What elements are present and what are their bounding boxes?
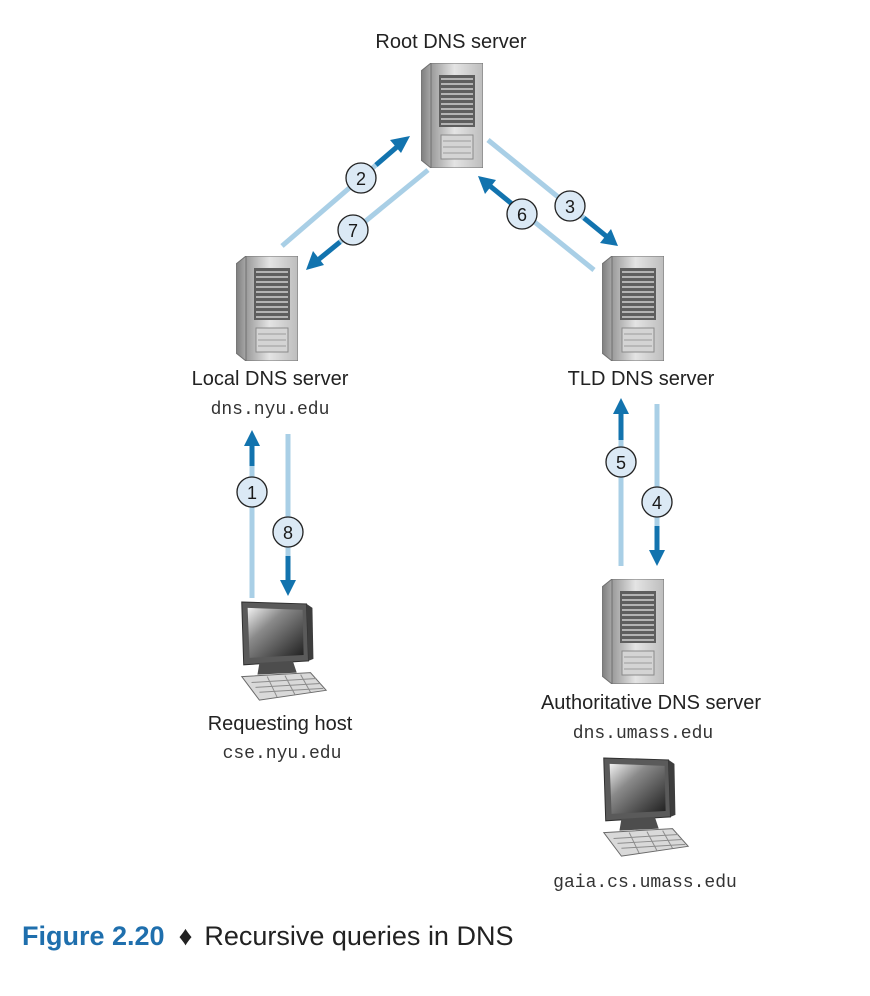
step-number: 5 bbox=[616, 453, 626, 473]
tld-dns-server-label: TLD DNS server bbox=[568, 368, 715, 390]
arrow-step-2 bbox=[280, 136, 410, 248]
step-number: 3 bbox=[565, 197, 575, 217]
step-badge-5: 5 bbox=[605, 446, 637, 478]
local-dns-server-hostname: dns.nyu.edu bbox=[211, 400, 330, 420]
step-number: 7 bbox=[348, 221, 358, 241]
arrow-step-4 bbox=[649, 404, 665, 566]
step-badge-8: 8 bbox=[272, 516, 304, 548]
step-badge-7: 7 bbox=[337, 214, 369, 246]
figure-caption: Figure 2.20 ♦ Recursive queries in DNS bbox=[22, 921, 513, 951]
requesting-host-label: Requesting host bbox=[208, 713, 353, 735]
requesting-host-computer-icon bbox=[241, 601, 327, 701]
root-dns-server-label: Root DNS server bbox=[375, 31, 526, 53]
target-host-hostname: gaia.cs.umass.edu bbox=[553, 873, 737, 893]
authoritative-dns-server-label: Authoritative DNS server bbox=[541, 692, 761, 714]
arrow-step-3 bbox=[486, 138, 618, 246]
caption-separator: ♦ bbox=[179, 921, 193, 951]
arrow-step-8 bbox=[280, 434, 296, 596]
local-dns-server-label: Local DNS server bbox=[192, 368, 349, 390]
step-badge-3: 3 bbox=[554, 190, 586, 222]
step-number: 6 bbox=[517, 205, 527, 225]
arrow-step-5 bbox=[613, 398, 629, 566]
step-number: 4 bbox=[652, 493, 662, 513]
step-badge-1: 1 bbox=[236, 476, 268, 508]
requesting-host-hostname: cse.nyu.edu bbox=[223, 744, 342, 764]
arrow-step-6 bbox=[478, 176, 596, 272]
local-dns-server-icon bbox=[236, 256, 298, 361]
step-number: 8 bbox=[283, 523, 293, 543]
target-host-computer-icon bbox=[603, 757, 689, 857]
step-number: 2 bbox=[356, 169, 366, 189]
authoritative-dns-server-icon bbox=[602, 579, 664, 684]
authoritative-dns-server-hostname: dns.umass.edu bbox=[573, 724, 713, 744]
step-badge-6: 6 bbox=[506, 198, 538, 230]
tld-dns-server-icon bbox=[602, 256, 664, 361]
figure-number: Figure 2.20 bbox=[22, 921, 165, 951]
step-badge-4: 4 bbox=[641, 486, 673, 518]
root-dns-server-icon bbox=[421, 63, 483, 168]
svg-text:Figure 2.20 ♦ Recu: Figure 2.20 ♦ Recursive queries in DNS bbox=[22, 921, 513, 951]
caption-text: Recursive queries in DNS bbox=[204, 921, 513, 951]
step-number: 1 bbox=[247, 483, 257, 503]
arrow-step-1 bbox=[244, 430, 260, 598]
arrow-step-7 bbox=[306, 168, 430, 270]
step-badge-2: 2 bbox=[345, 162, 377, 194]
